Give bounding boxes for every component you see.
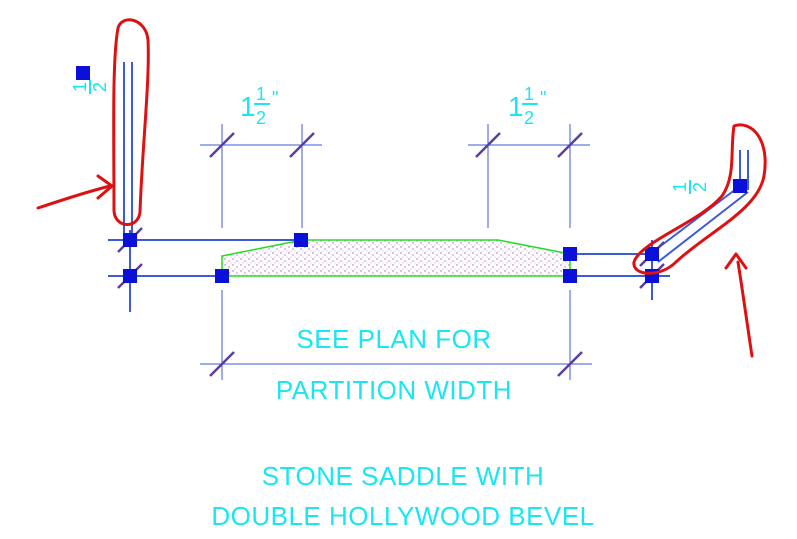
dimension-left-vertical: 1 2 bbox=[70, 80, 110, 94]
svg-text:1: 1 bbox=[70, 82, 90, 92]
grip-handle[interactable] bbox=[294, 233, 308, 247]
svg-text:": " bbox=[272, 88, 278, 108]
grip-handle[interactable] bbox=[123, 233, 137, 247]
svg-text:1: 1 bbox=[256, 84, 266, 104]
note-line-2: PARTITION WIDTH bbox=[276, 375, 512, 405]
svg-text:1: 1 bbox=[524, 84, 534, 104]
svg-text:2: 2 bbox=[90, 82, 110, 92]
dimension-right-vertical: 1 2 bbox=[670, 180, 710, 194]
svg-text:2: 2 bbox=[256, 108, 266, 128]
grip-handle[interactable] bbox=[733, 179, 747, 193]
svg-text:2: 2 bbox=[690, 182, 710, 192]
svg-text:1: 1 bbox=[240, 91, 256, 122]
markup-arrowhead-left bbox=[96, 174, 114, 200]
grip-handle[interactable] bbox=[215, 269, 229, 283]
grip-handle[interactable] bbox=[645, 247, 659, 261]
grip-handle[interactable] bbox=[563, 247, 577, 261]
markup-arrow-right bbox=[736, 260, 754, 358]
markup-loop-right bbox=[632, 123, 767, 275]
grip-handle[interactable] bbox=[123, 269, 137, 283]
dimension-right-top: 1 1 2 " bbox=[508, 84, 546, 128]
dimension-left-top: 1 1 2 " bbox=[240, 84, 278, 128]
svg-text:1: 1 bbox=[508, 91, 524, 122]
note-line-1: SEE PLAN FOR bbox=[296, 324, 491, 354]
svg-text:2: 2 bbox=[524, 108, 534, 128]
detail-title-line-1: STONE SADDLE WITH bbox=[262, 461, 545, 491]
detail-title-line-2: DOUBLE HOLLYWOOD BEVEL bbox=[211, 501, 594, 531]
svg-text:1: 1 bbox=[670, 182, 690, 192]
red-markup bbox=[36, 18, 767, 358]
svg-text:": " bbox=[540, 88, 546, 108]
grip-handle[interactable] bbox=[563, 269, 577, 283]
dimension-extension-lines bbox=[200, 124, 592, 380]
grip-handle[interactable] bbox=[76, 66, 90, 80]
markup-arrowhead-right bbox=[724, 252, 748, 270]
stone-saddle bbox=[221, 239, 571, 277]
markup-loop-left bbox=[112, 18, 150, 226]
markup-arrow-left bbox=[36, 184, 112, 210]
